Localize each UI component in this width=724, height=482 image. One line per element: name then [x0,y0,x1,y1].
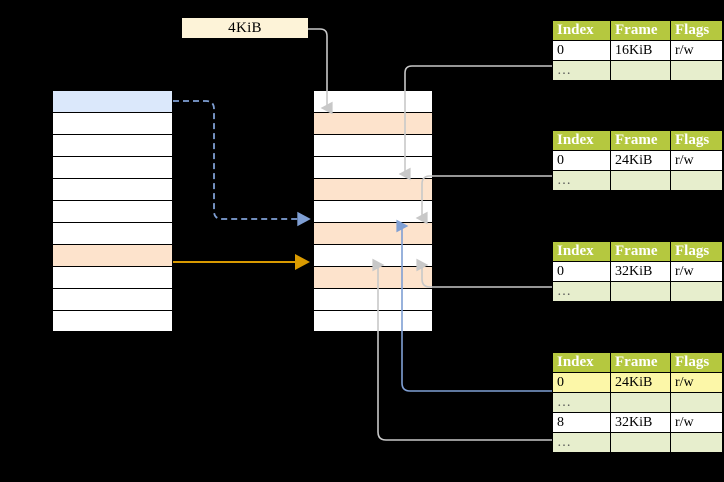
column-header-flags: Flags [670,352,723,373]
column-header-frame: Frame [610,352,671,373]
memory-cell [52,200,173,222]
column-header-flags: Flags [670,130,723,151]
cell-flags: r/w [670,261,723,282]
column-header-index: Index [552,352,611,373]
cell-index: … [552,432,611,453]
cell-frame: 24KiB [610,372,671,393]
column-header-flags: Flags [670,241,723,262]
cell-index: … [552,170,611,191]
memory-cell [52,266,173,288]
cell-frame: 32KiB [610,412,671,433]
wire-table2-to-phys [415,175,552,225]
cell-frame [610,281,671,302]
cell-flags [670,392,723,413]
wire-table3-to-phys [416,258,552,288]
memory-cell [52,134,173,156]
cell-index: 0 [552,261,611,282]
column-header-index: Index [552,20,611,41]
memory-cell [313,200,433,222]
cell-index: 8 [552,412,611,433]
table-row: … [552,60,723,81]
cell-flags: r/w [670,372,723,393]
memory-cell [313,222,433,244]
memory-cell [313,288,433,310]
cell-flags [670,170,723,191]
table-row: … [552,170,723,191]
column-header-frame: Frame [610,20,671,41]
cell-frame [610,432,671,453]
memory-cell [52,222,173,244]
memory-cell [313,112,433,134]
memory-cell [313,310,433,332]
cell-index: … [552,60,611,81]
table-row: … [552,432,723,453]
cell-index: 0 [552,150,611,171]
cell-index: 0 [552,372,611,393]
cell-frame: 32KiB [610,261,671,282]
wire-virtual-to-phys-dashed [173,100,311,227]
memory-cell [52,112,173,134]
memory-cell [52,288,173,310]
cell-flags [670,60,723,81]
cell-index: … [552,392,611,413]
cell-frame [610,392,671,413]
column-header-frame: Frame [610,130,671,151]
cell-frame [610,170,671,191]
column-header-index: Index [552,241,611,262]
memory-cell [313,244,433,266]
cell-flags [670,281,723,302]
column-header-flags: Flags [670,20,723,41]
memory-cell [313,178,433,200]
cell-index: … [552,281,611,302]
cell-flags: r/w [670,150,723,171]
virtual-address-space-column [52,90,173,332]
cell-flags: r/w [670,40,723,61]
memory-cell [52,90,173,112]
size-label-chip: 4KiB [182,18,308,38]
memory-cell [52,310,173,332]
memory-cell [313,90,433,112]
size-label-text: 4KiB [228,20,262,36]
memory-cell [313,134,433,156]
memory-cell [52,178,173,200]
memory-cell [52,244,173,266]
memory-cell [313,266,433,288]
cell-flags [670,432,723,453]
cell-frame: 16KiB [610,40,671,61]
memory-cell [52,156,173,178]
physical-memory-column [313,90,433,332]
memory-cell [313,156,433,178]
cell-frame [610,60,671,81]
cell-index: 0 [552,40,611,61]
table-row: … [552,281,723,302]
column-header-frame: Frame [610,241,671,262]
cell-flags: r/w [670,412,723,433]
cell-frame: 24KiB [610,150,671,171]
table-row: … [552,392,723,413]
column-header-index: Index [552,130,611,151]
